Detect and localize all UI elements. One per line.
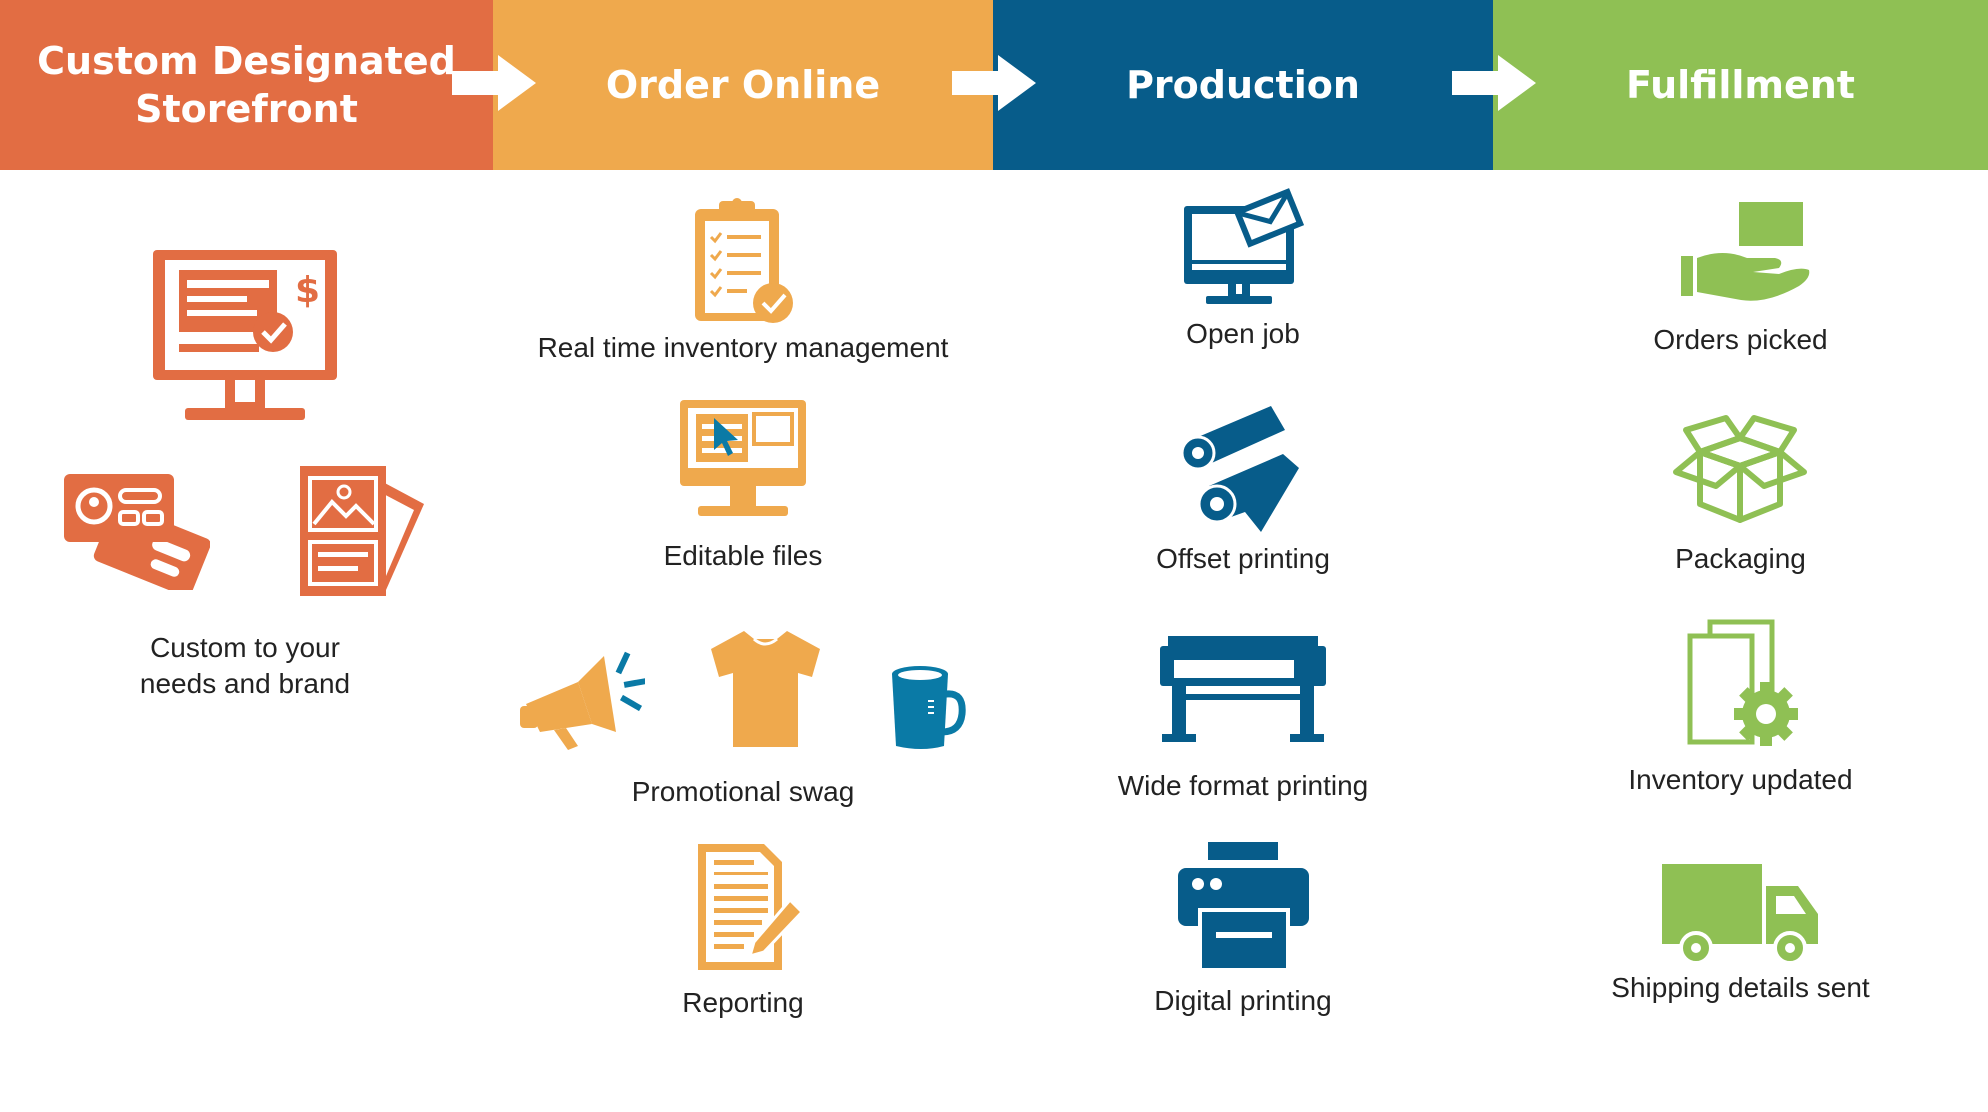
item-caption: Wide format printing <box>1117 770 1369 801</box>
hand-box-icon <box>1680 202 1809 301</box>
item-caption: Offset printing <box>1156 543 1330 574</box>
item-caption: Shipping details sent <box>1611 972 1870 1003</box>
step-label: Fulfillment <box>1626 63 1855 107</box>
truck-icon <box>1662 864 1818 965</box>
tshirt-icon <box>710 631 820 747</box>
svg-text:$: $ <box>295 270 320 311</box>
fulfillment-item-packaging: Packaging <box>1493 410 1988 577</box>
order-item-reporting: Reporting <box>493 840 993 1021</box>
process-header: Custom Designated Storefront Order Onlin… <box>0 0 1988 170</box>
fulfillment-item-shipping: Shipping details sent <box>1493 858 1988 1006</box>
arrow-right-icon <box>952 55 1036 111</box>
step-label: Order Online <box>605 63 881 107</box>
order-item-swag: Promotional swag <box>493 622 993 810</box>
step-custom-storefront: Custom Designated Storefront <box>0 0 493 170</box>
open-box-icon <box>1673 415 1807 523</box>
step-order-online: Order Online <box>493 0 993 170</box>
fulfillment-item-picked: Orders picked <box>1493 196 1988 358</box>
item-caption: Inventory updated <box>1628 764 1853 795</box>
production-item-digital: Digital printing <box>993 838 1493 1019</box>
item-caption: Orders picked <box>1653 324 1828 355</box>
document-pencil-icon <box>698 844 805 970</box>
monitor-envelope-icon <box>1184 188 1305 304</box>
step-fulfillment: Fulfillment <box>1493 0 1988 170</box>
fulfillment-item-inventory: Inventory updated <box>1493 618 1988 798</box>
item-caption: Open job <box>1186 318 1300 349</box>
item-caption: Promotional swag <box>631 776 855 807</box>
order-item-inventory: Real time inventory management <box>493 195 993 366</box>
arrow-right-icon <box>1452 55 1536 111</box>
step-production: Production <box>993 0 1493 170</box>
printer-icon <box>1177 842 1309 972</box>
item-caption: Reporting <box>682 987 804 1018</box>
production-item-offset: Offset printing <box>993 400 1493 577</box>
item-caption: Digital printing <box>1154 985 1332 1016</box>
storefront-item: $ <box>40 240 450 702</box>
brochure-icon <box>300 466 424 596</box>
item-caption: Editable files <box>663 540 823 571</box>
documents-gear-icon <box>1687 619 1798 746</box>
item-caption: Packaging <box>1675 543 1806 574</box>
item-caption: Real time inventory management <box>537 332 949 363</box>
storefront-monitor-icon: $ <box>153 250 337 420</box>
clipboard-checklist-icon <box>695 198 793 323</box>
megaphone-icon <box>520 651 646 750</box>
wide-format-printer-icon <box>1160 636 1326 742</box>
production-item-open-job: Open job <box>993 186 1493 352</box>
monitor-cursor-icon <box>680 400 806 516</box>
item-caption: Custom to your needs and brand <box>139 632 351 699</box>
step-label: Production <box>1126 63 1360 107</box>
business-cards-icon <box>64 474 210 590</box>
mug-icon <box>891 666 966 749</box>
arrow-right-icon <box>452 55 536 111</box>
paper-rolls-icon <box>1180 406 1299 532</box>
order-item-editable: Editable files <box>493 398 993 574</box>
production-item-wide-format: Wide format printing <box>993 636 1493 804</box>
step-label: Custom Designated Storefront <box>37 39 456 131</box>
